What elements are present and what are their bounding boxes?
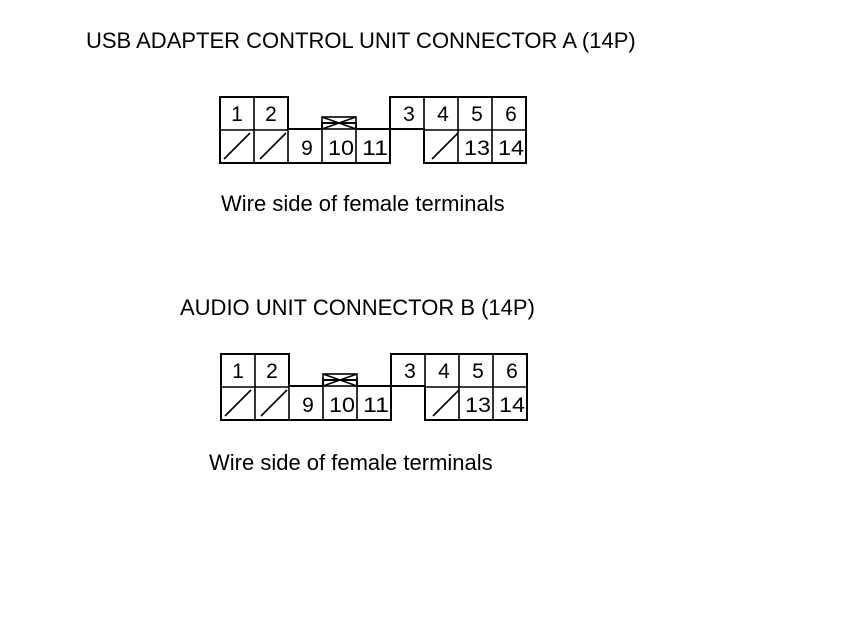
- pin-label: 2: [266, 360, 278, 383]
- unused-cavity-slash: [224, 389, 252, 417]
- pin-label: 13: [465, 394, 491, 417]
- pin-label: 1: [231, 103, 243, 126]
- locking-tab-icon: [322, 373, 358, 387]
- connector-b-caption: Wire side of female terminals: [209, 450, 493, 475]
- unused-cavity-slash: [431, 132, 459, 160]
- pin-label: 14: [499, 394, 525, 417]
- connector-b-title: AUDIO UNIT CONNECTOR B (14P): [180, 295, 535, 320]
- connector-a-title: USB ADAPTER CONTROL UNIT CONNECTOR A (14…: [86, 28, 636, 53]
- pin-label: 10: [328, 137, 354, 160]
- pin-label: 10: [329, 394, 355, 417]
- pin-label: 6: [505, 103, 517, 126]
- pin-label: 9: [302, 394, 314, 417]
- pin-label: 11: [363, 394, 389, 417]
- locking-tab-icon: [321, 116, 357, 130]
- connector-outline: [219, 96, 527, 164]
- pin-label: 4: [438, 360, 450, 383]
- pin-label: 11: [362, 137, 388, 160]
- unused-cavity-slash: [260, 389, 288, 417]
- pin-label: 9: [301, 137, 313, 160]
- pin-label: 2: [265, 103, 277, 126]
- pin-label: 5: [472, 360, 484, 383]
- pin-label: 14: [498, 137, 524, 160]
- pin-label: 4: [437, 103, 449, 126]
- pin-label: 5: [471, 103, 483, 126]
- pin-label: 13: [464, 137, 490, 160]
- unused-cavity-slash: [432, 389, 460, 417]
- pin-label: 3: [403, 103, 415, 126]
- unused-cavity-slash: [223, 132, 251, 160]
- connector-outline: [220, 353, 528, 421]
- pin-label: 3: [404, 360, 416, 383]
- connector-a-caption: Wire side of female terminals: [221, 191, 505, 216]
- pin-label: 1: [232, 360, 244, 383]
- pin-label: 6: [506, 360, 518, 383]
- unused-cavity-slash: [259, 132, 287, 160]
